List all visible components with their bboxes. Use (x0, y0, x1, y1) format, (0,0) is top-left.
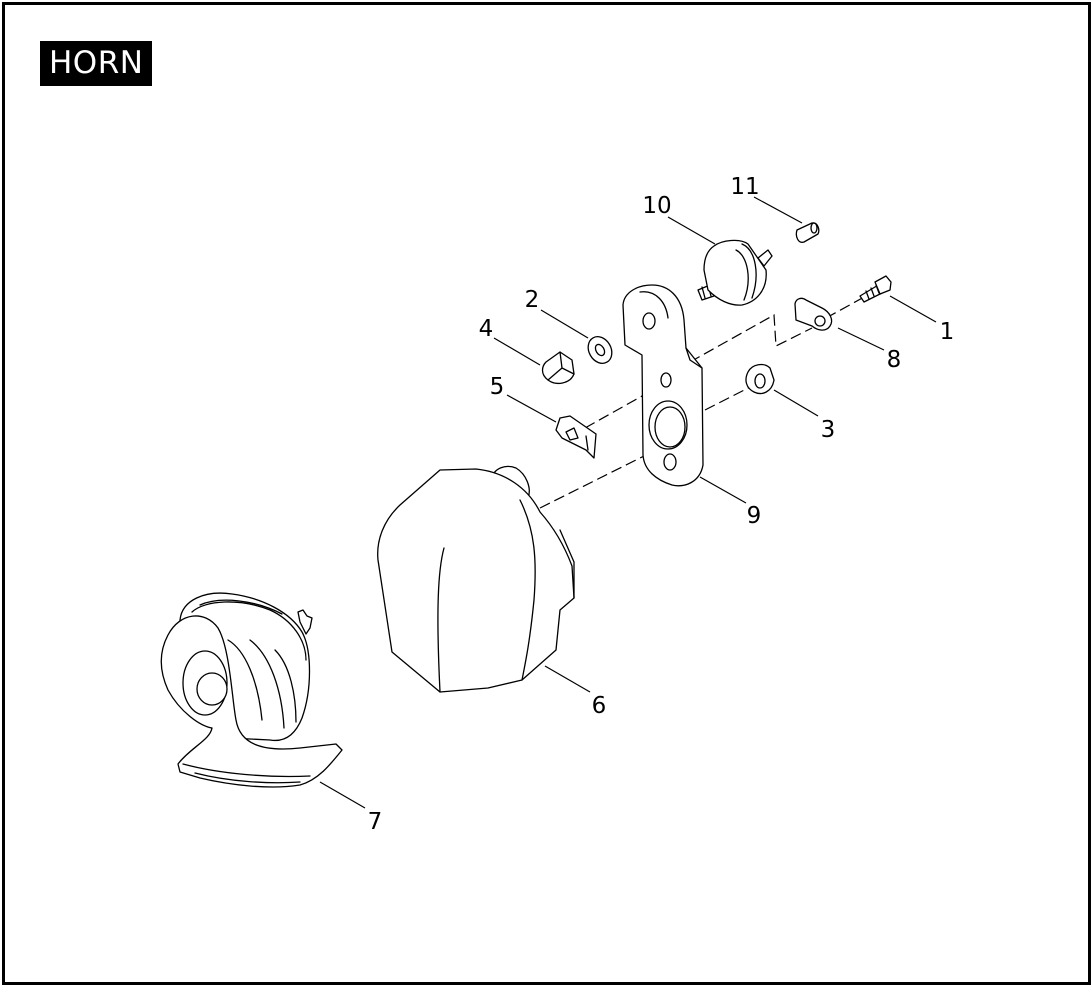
horn-part (160, 592, 343, 788)
callout-5: 5 (490, 374, 505, 400)
callout-6: 6 (592, 693, 607, 719)
callout-1: 1 (940, 319, 955, 345)
clip-part (794, 297, 833, 331)
flange-nut-part (745, 363, 775, 395)
callout-numbers: 1 2 3 4 5 6 7 8 9 10 11 (368, 174, 955, 835)
screw-part (859, 275, 892, 303)
horn-cover-part (377, 465, 575, 693)
callout-10: 10 (642, 193, 671, 219)
callout-7: 7 (368, 809, 383, 835)
callout-3: 3 (821, 417, 836, 443)
rubber-mount-part (697, 239, 773, 306)
washer-part (587, 336, 613, 364)
callout-9: 9 (747, 503, 762, 529)
speed-nut-part (555, 415, 597, 459)
end-cap-part (795, 222, 820, 243)
acorn-nut-part (541, 351, 575, 385)
leader-lines (319, 196, 937, 809)
page-title: HORN (40, 41, 153, 86)
mounting-bracket-part (622, 284, 704, 487)
callout-4: 4 (479, 316, 494, 342)
callout-8: 8 (887, 347, 902, 373)
callout-2: 2 (525, 287, 540, 313)
callout-11: 11 (730, 174, 759, 200)
